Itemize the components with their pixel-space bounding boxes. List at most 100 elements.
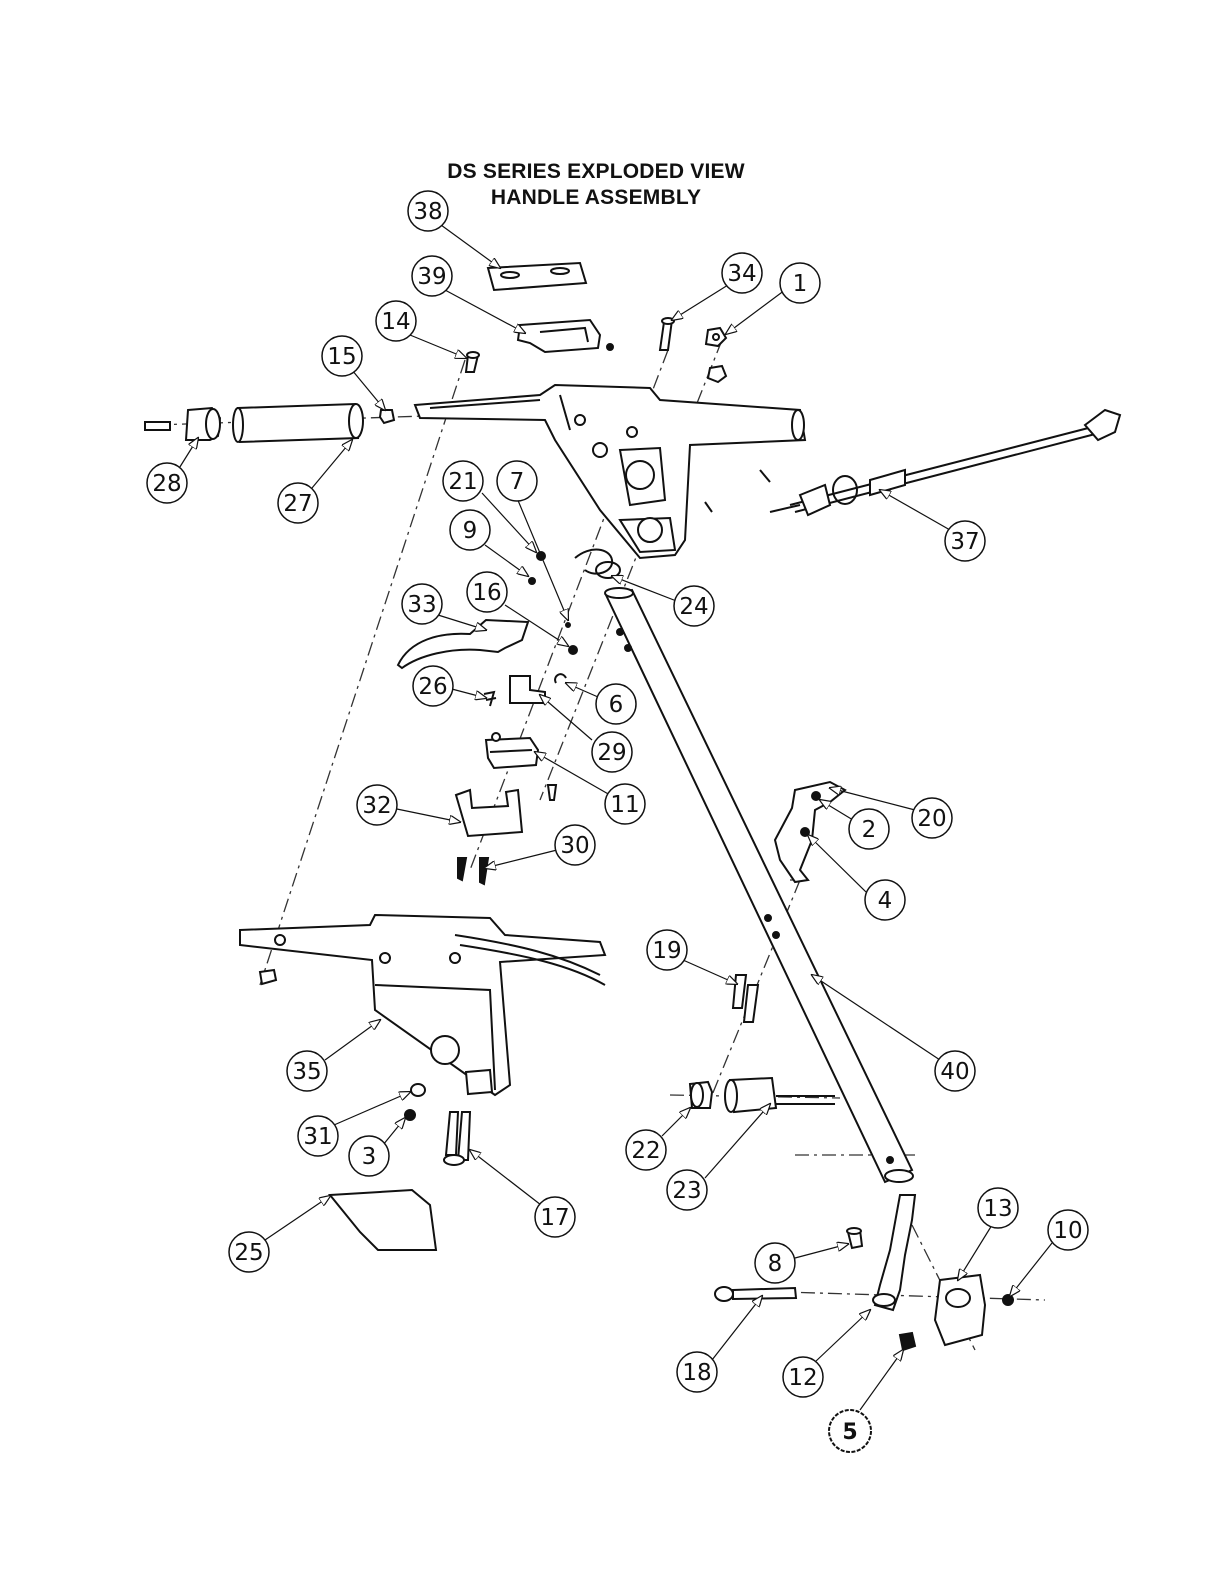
callout-16: 16: [467, 572, 507, 612]
svg-text:22: 22: [631, 1138, 660, 1164]
part-20-bracket: [775, 782, 845, 882]
svg-text:7: 7: [510, 469, 525, 495]
svg-text:21: 21: [448, 469, 477, 495]
part-8-pin: [847, 1228, 862, 1248]
callout-10: 10: [1048, 1210, 1088, 1250]
callout-1: 1: [780, 263, 820, 303]
callout-24: 24: [674, 586, 714, 626]
svg-text:31: 31: [303, 1124, 332, 1150]
svg-text:33: 33: [407, 592, 436, 618]
part-19-pins: [733, 975, 758, 1022]
callout-8: 8: [755, 1243, 795, 1283]
callout-31: 31: [298, 1116, 338, 1156]
part-24-spring: [575, 550, 620, 578]
svg-text:20: 20: [917, 806, 946, 832]
part-29-latch: [510, 676, 545, 703]
svg-text:12: 12: [788, 1365, 817, 1391]
svg-text:5: 5: [842, 1420, 857, 1445]
callout-2: 2: [849, 809, 889, 849]
part-12-arm: [873, 1195, 915, 1310]
svg-text:8: 8: [768, 1251, 783, 1277]
svg-text:16: 16: [472, 580, 501, 606]
part-18-bolt: [715, 1287, 796, 1301]
callout-11: 11: [605, 784, 645, 824]
callout-6: 6: [596, 684, 636, 724]
part-27-grip: [233, 404, 363, 442]
svg-text:28: 28: [152, 471, 181, 497]
svg-text:17: 17: [540, 1205, 569, 1231]
svg-text:4: 4: [878, 888, 893, 914]
svg-text:30: 30: [560, 833, 589, 859]
part-38-plate: [488, 263, 586, 290]
callout-4: 4: [865, 880, 905, 920]
svg-text:23: 23: [672, 1178, 701, 1204]
parts-31-3-17: [405, 1084, 470, 1165]
svg-text:15: 15: [327, 344, 356, 370]
callout-27: 27: [278, 483, 318, 523]
part-11-block: [486, 733, 538, 768]
part-5-nut: [900, 1333, 915, 1350]
svg-text:37: 37: [950, 529, 979, 555]
part-22-bushing: [690, 1082, 712, 1108]
callout-26: 26: [413, 666, 453, 706]
callout-29: 29: [592, 732, 632, 772]
svg-text:34: 34: [727, 261, 756, 287]
callout-9: 9: [450, 510, 490, 550]
part-23-sleeve: [725, 1078, 835, 1112]
callout-21: 21: [443, 461, 483, 501]
callout-17: 17: [535, 1197, 575, 1237]
part-33-trigger: [398, 620, 528, 668]
svg-text:39: 39: [417, 264, 446, 290]
part-10-nut: [1003, 1295, 1013, 1305]
svg-text:38: 38: [413, 199, 442, 225]
callout-balloons: 3839341141528272179243733166262911323020…: [147, 191, 1088, 1452]
svg-text:10: 10: [1053, 1218, 1082, 1244]
callout-12: 12: [783, 1357, 823, 1397]
callout-20: 20: [912, 798, 952, 838]
callout-35: 35: [287, 1051, 327, 1091]
callout-18: 18: [677, 1352, 717, 1392]
svg-text:29: 29: [597, 740, 626, 766]
svg-text:40: 40: [940, 1059, 969, 1085]
callout-5: 5: [829, 1410, 871, 1452]
callout-39: 39: [412, 256, 452, 296]
svg-text:14: 14: [381, 309, 410, 335]
callout-23: 23: [667, 1170, 707, 1210]
svg-text:11: 11: [610, 792, 639, 818]
callout-30: 30: [555, 825, 595, 865]
svg-text:2: 2: [862, 817, 877, 843]
callout-14: 14: [376, 301, 416, 341]
callout-13: 13: [978, 1188, 1018, 1228]
callout-15: 15: [322, 336, 362, 376]
svg-text:25: 25: [234, 1240, 263, 1266]
svg-text:35: 35: [292, 1059, 321, 1085]
callout-37: 37: [945, 521, 985, 561]
part-13-collar: [935, 1275, 985, 1345]
svg-text:26: 26: [418, 674, 447, 700]
callout-34: 34: [722, 253, 762, 293]
part-26-clip: [484, 692, 496, 706]
callout-22: 22: [626, 1130, 666, 1170]
svg-text:3: 3: [362, 1144, 377, 1170]
part-32-bracket: [456, 790, 522, 836]
svg-text:19: 19: [652, 938, 681, 964]
svg-text:27: 27: [283, 491, 312, 517]
callout-3: 3: [349, 1136, 389, 1176]
svg-text:9: 9: [463, 518, 478, 544]
part-39-bracket: [518, 320, 613, 352]
part-15-nut: [380, 410, 394, 423]
svg-text:6: 6: [609, 692, 624, 718]
part-25-plate: [330, 1190, 436, 1250]
part-1-nut: [706, 328, 726, 382]
svg-text:18: 18: [682, 1360, 711, 1386]
callout-28: 28: [147, 463, 187, 503]
svg-text:24: 24: [679, 594, 708, 620]
callout-19: 19: [647, 930, 687, 970]
part-34-screw: [660, 318, 674, 350]
svg-text:32: 32: [362, 793, 391, 819]
callout-40: 40: [935, 1051, 975, 1091]
part-14-screw: [466, 352, 479, 372]
svg-text:1: 1: [793, 271, 808, 297]
